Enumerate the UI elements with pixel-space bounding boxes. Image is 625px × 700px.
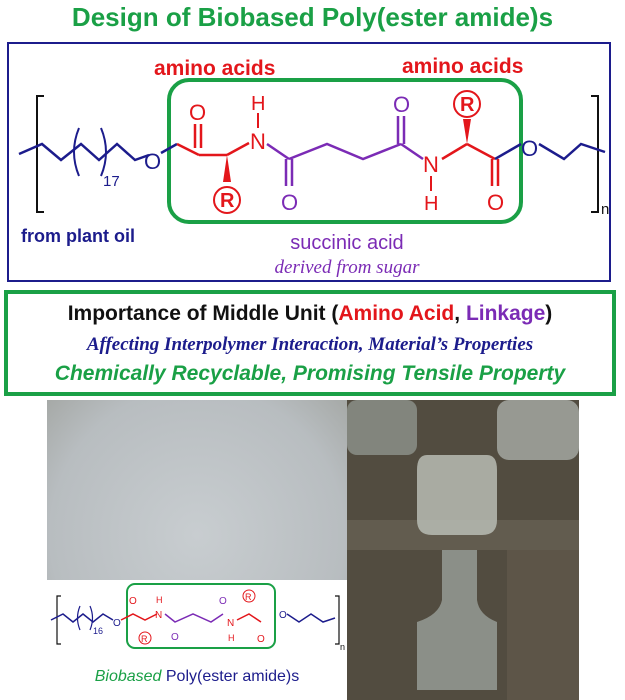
tensile-specimens-photo bbox=[347, 400, 579, 700]
importance-panel: Importance of Middle Unit (Amino Acid, L… bbox=[4, 290, 616, 396]
inset-caption-rest: Poly(ester amide)s bbox=[161, 668, 300, 685]
side-chain-r-right bbox=[453, 90, 481, 118]
importance-effects: Affecting Interpolymer Interaction, Mate… bbox=[86, 334, 534, 355]
importance-heading: Importance of Middle Unit (Amino Acid, L… bbox=[8, 302, 612, 326]
importance-comma: , bbox=[454, 302, 466, 325]
label-amino-acids-right: amino acids bbox=[402, 55, 523, 78]
importance-linkage: Linkage bbox=[465, 302, 546, 325]
label-derived-from-sugar: derived from sugar bbox=[275, 257, 421, 278]
label-plant-oil: from plant oil bbox=[21, 226, 135, 246]
repeat-subscript: 17 bbox=[103, 173, 120, 190]
inset-amide-hydrogen-left: H bbox=[156, 595, 163, 605]
label-amino-acids-left: amino acids bbox=[154, 57, 275, 80]
middle-unit-highlight bbox=[167, 78, 523, 224]
page-title: Design of Biobased Poly(ester amide)s bbox=[71, 2, 554, 32]
inset-r-right bbox=[242, 589, 256, 603]
inset-repeat-n: n bbox=[340, 642, 345, 652]
inset-r-right-label: R bbox=[245, 592, 252, 602]
alkyl-chain bbox=[18, 142, 150, 162]
inset-amide-hydrogen-right: H bbox=[228, 633, 235, 643]
right-bracket bbox=[591, 95, 599, 213]
inset-ester-oxygen-left: O bbox=[113, 618, 121, 629]
left-bracket bbox=[36, 95, 44, 213]
succinic-oxygen-right: O bbox=[393, 92, 410, 117]
importance-recyclable: Chemically Recyclable, Promising Tensile… bbox=[54, 362, 566, 385]
carbonyl-oxygen-right: O bbox=[487, 190, 504, 215]
label-succinic-acid: succinic acid bbox=[290, 232, 403, 254]
inset-carbonyl-oxygen-right: O bbox=[257, 634, 265, 645]
importance-amino-acid: Amino Acid bbox=[338, 302, 455, 325]
side-chain-r-left bbox=[213, 186, 241, 214]
succinic-oxygen-left: O bbox=[281, 190, 298, 215]
inset-caption-biobased: Biobased bbox=[94, 668, 162, 685]
inset-amide-nitrogen-right: N bbox=[227, 618, 234, 629]
repeat-parenthesis-right bbox=[100, 127, 107, 177]
inset-r-left bbox=[138, 631, 152, 645]
inset-r-left-label: R bbox=[141, 634, 148, 644]
structure-scheme-panel: 17 O O R N H O O N H R bbox=[7, 42, 611, 282]
inset-caption: Biobased Poly(ester amide)s bbox=[47, 668, 347, 686]
inset-succinic-oxygen-left: O bbox=[171, 632, 179, 643]
amide-hydrogen-right: H bbox=[424, 193, 438, 215]
repeat-parenthesis-left bbox=[73, 127, 80, 177]
carbonyl-oxygen-left: O bbox=[189, 100, 206, 125]
repeat-unit-n: n bbox=[601, 201, 609, 218]
inset-succinic-oxygen-right: O bbox=[219, 596, 227, 607]
inset-amide-nitrogen-left: N bbox=[155, 610, 162, 621]
amide-nitrogen-right: N bbox=[423, 152, 439, 177]
inset-repeat-subscript: 16 bbox=[93, 626, 103, 636]
inset-ester-oxygen-right: O bbox=[279, 610, 287, 621]
side-chain-r-right-label: R bbox=[460, 94, 475, 116]
inset-structure: 16 O O R N H O O N H R O O n bbox=[50, 583, 345, 652]
poly-ester-amide-structure: 17 O O R N H O O N H R bbox=[18, 55, 609, 278]
importance-prefix: Importance of Middle Unit ( bbox=[67, 302, 339, 325]
importance-suffix: ) bbox=[545, 302, 553, 325]
ester-oxygen-left: O bbox=[144, 149, 161, 174]
amide-nitrogen-left: N bbox=[250, 129, 266, 154]
side-chain-r-left-label: R bbox=[220, 190, 235, 212]
ester-oxygen-right: O bbox=[521, 136, 538, 161]
inset-structure-card: 16 O O R N H O O N H R O O n Biobased Po… bbox=[47, 580, 347, 700]
amide-hydrogen-left: H bbox=[251, 93, 265, 115]
inset-carbonyl-oxygen-left: O bbox=[129, 596, 137, 607]
